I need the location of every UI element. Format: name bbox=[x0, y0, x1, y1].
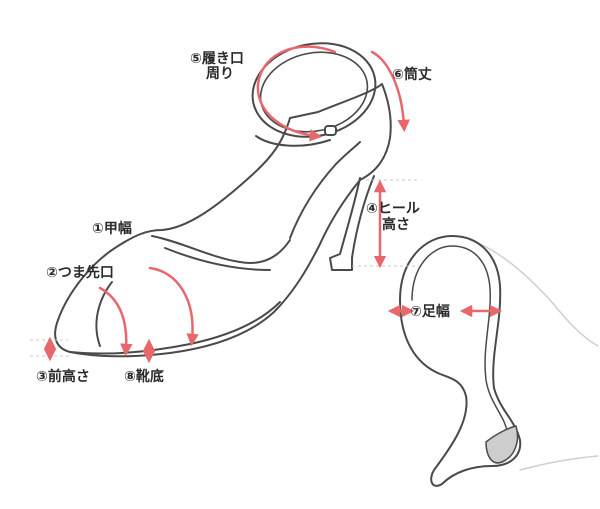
label-toe-opening: ②つま先口 bbox=[46, 265, 114, 281]
label-foot-width: ⑦足幅 bbox=[410, 304, 450, 320]
opening-arrow-icon bbox=[256, 45, 337, 142]
sole-line bbox=[69, 301, 281, 355]
background-foot-outline bbox=[469, 239, 599, 347]
label-shaft: ⑥筒丈 bbox=[392, 67, 432, 83]
sole-inner-outline bbox=[411, 245, 509, 435]
lining-line bbox=[164, 247, 271, 271]
label-heel-height-1: ④ヒール bbox=[366, 201, 420, 217]
background-ground-outline bbox=[519, 455, 599, 471]
label-opening-2: 周り bbox=[206, 66, 234, 82]
toe-cap-seam bbox=[95, 281, 113, 347]
label-sole: ⑧靴底 bbox=[124, 369, 164, 385]
sole-bottom-view bbox=[399, 235, 599, 487]
toe-opening-arrow-2-icon bbox=[148, 266, 199, 347]
vamp-edge bbox=[151, 235, 291, 264]
measurement-arrows bbox=[43, 45, 503, 364]
strap-tab bbox=[255, 135, 331, 147]
buckle-icon bbox=[324, 125, 337, 136]
sole-outline bbox=[399, 235, 522, 487]
ankle-strap bbox=[251, 42, 377, 138]
shaft-arrow-icon bbox=[370, 50, 410, 133]
quarter-curve bbox=[289, 141, 361, 239]
label-opening-1: ⑤履き口 bbox=[190, 51, 244, 67]
label-heel-height-2: 高さ bbox=[382, 217, 410, 233]
toe-opening-arrow-1-icon bbox=[98, 286, 133, 357]
heel bbox=[329, 175, 375, 271]
heel-tip bbox=[485, 425, 519, 464]
shoe-outline bbox=[54, 83, 392, 358]
label-front-height: ③前高さ bbox=[36, 369, 90, 385]
label-instep: ①甲幅 bbox=[92, 221, 132, 237]
